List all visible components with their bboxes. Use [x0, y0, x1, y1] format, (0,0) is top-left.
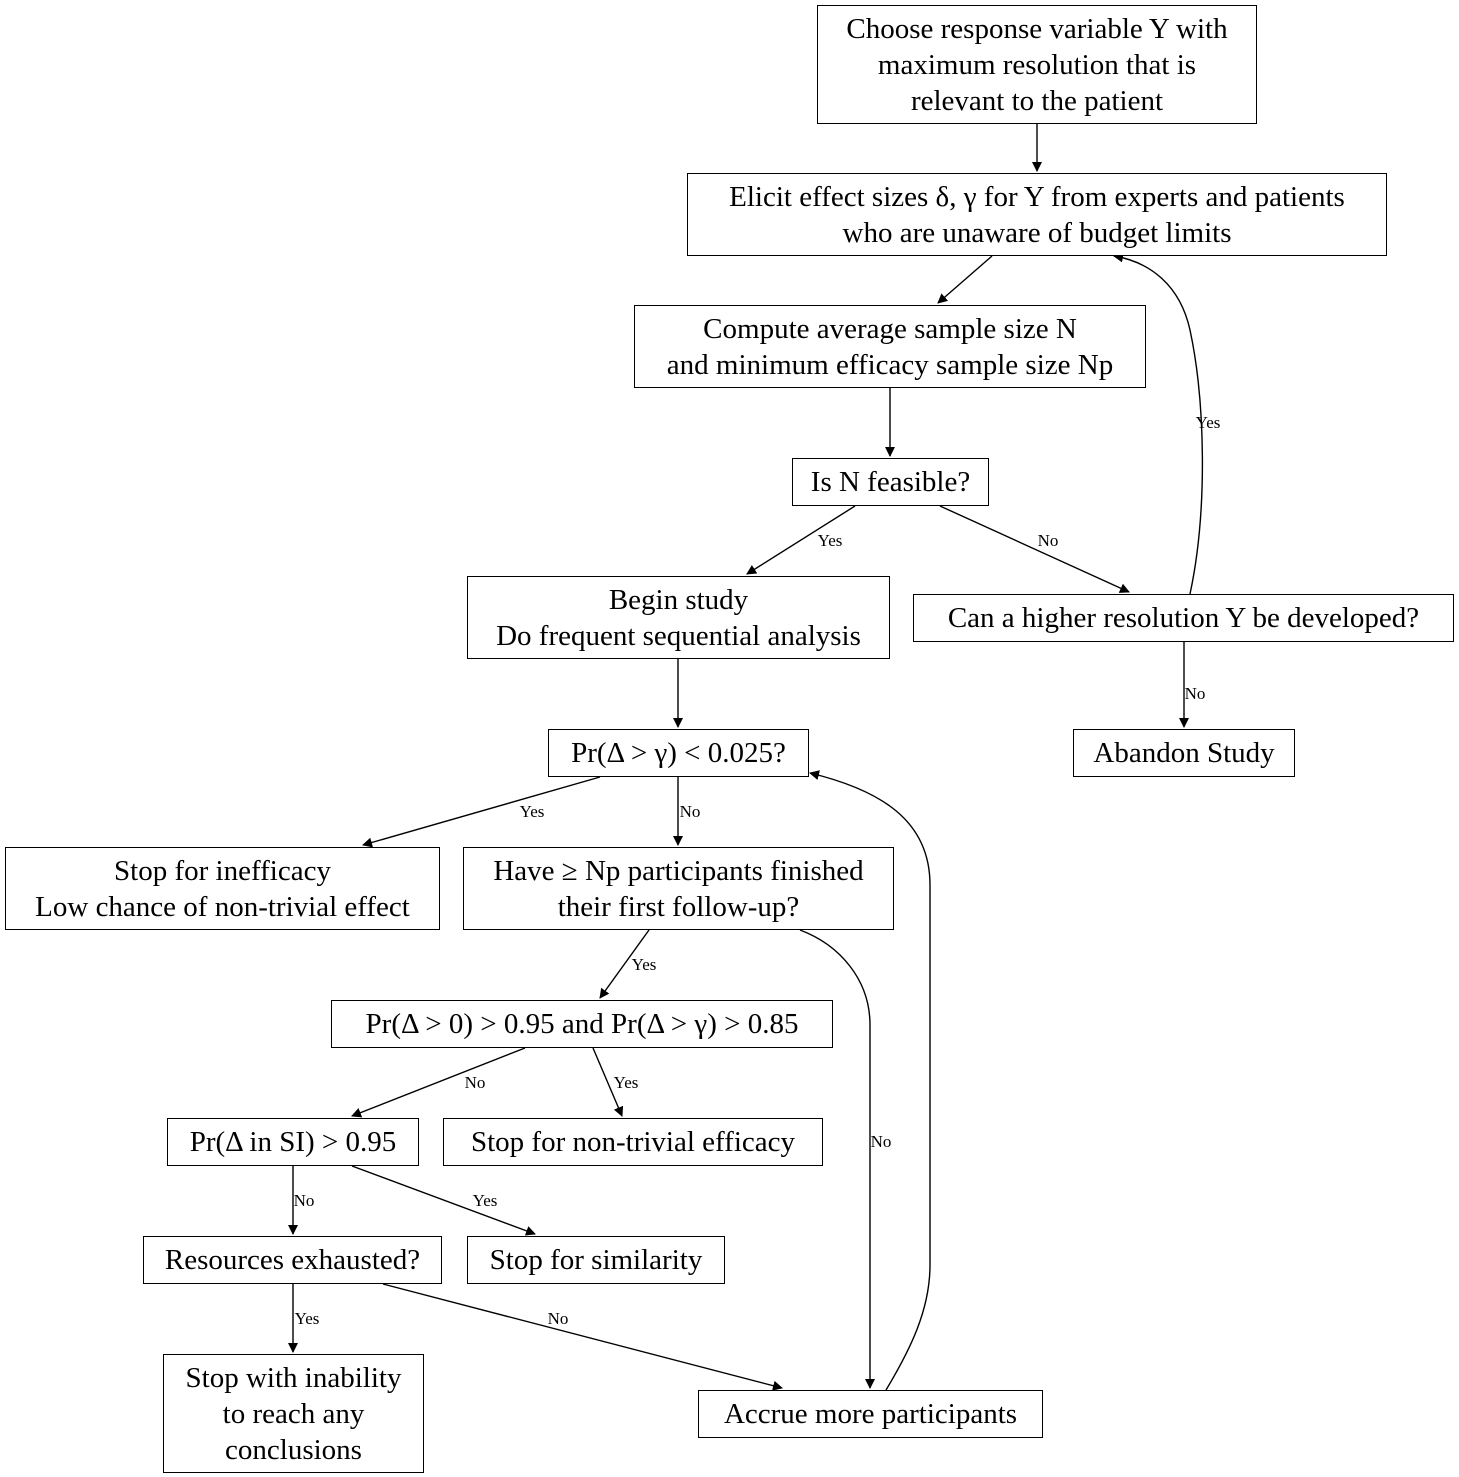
- edge-label-havenp-to-accrue: No: [871, 1132, 892, 1151]
- node-pr-gamma-check: Pr(Δ > γ) < 0.025?: [548, 729, 809, 777]
- node-stop-similarity: Stop for similarity: [467, 1236, 725, 1284]
- node-text-line: and minimum efficacy sample size Np: [666, 348, 1114, 381]
- edge-label-feasible-to-begin: Yes: [818, 531, 843, 550]
- edge-label-havenp-to-pr095: Yes: [632, 955, 657, 974]
- node-text-line: maximum resolution that is: [877, 48, 1197, 81]
- edge-label-resources-to-accrue: No: [548, 1309, 569, 1328]
- edge-label-higher-to-elicit: Yes: [1196, 413, 1221, 432]
- edge-pr095-to-prsi: [351, 1047, 526, 1118]
- node-text-line: Resources exhausted?: [164, 1244, 421, 1276]
- node-stop-efficacy: Stop for non-trivial efficacy: [443, 1118, 823, 1166]
- edge-accrue-to-prgamma: [809, 770, 931, 1391]
- node-text-line: Pr(Δ > 0) > 0.95 and Pr(Δ > γ) > 0.85: [365, 1008, 799, 1040]
- edge-label-prgamma-to-havenp: No: [680, 802, 701, 821]
- edge-elicit-to-compute: [937, 255, 993, 304]
- node-accrue-participants: Accrue more participants: [698, 1390, 1043, 1438]
- node-pr-similarity-check: Pr(Δ in SI) > 0.95: [167, 1118, 419, 1166]
- node-text-line: Low chance of non-trivial effect: [35, 890, 410, 923]
- node-higher-resolution: Can a higher resolution Y be developed?: [913, 594, 1454, 642]
- node-text-line: Do frequent sequential analysis: [496, 619, 861, 652]
- edge-pr095-to-efficacy: [592, 1047, 624, 1117]
- node-choose-response-variable: Choose response variable Y with maximum …: [817, 5, 1257, 124]
- node-text-line: to reach any: [222, 1397, 365, 1430]
- node-text-line: Begin study: [608, 583, 749, 616]
- node-elicit-effect-sizes: Elicit effect sizes δ, γ for Y from expe…: [687, 173, 1387, 256]
- edge-havenp-to-pr095: [599, 929, 650, 999]
- edge-havenp-to-accrue: [799, 929, 875, 1389]
- node-text-line: Elicit effect sizes δ, γ for Y from expe…: [729, 180, 1345, 213]
- node-text-line: Stop with inability: [185, 1361, 402, 1394]
- node-text-line: Is N feasible?: [810, 466, 971, 498]
- edge-higher-to-elicit: [1113, 252, 1204, 595]
- edge-prgamma-to-inefficacy: [362, 776, 601, 848]
- edge-label-feasible-to-higher: No: [1038, 531, 1059, 550]
- edge-resources-to-accrue: [382, 1283, 783, 1391]
- node-text-line: relevant to the patient: [910, 84, 1164, 117]
- edge-label-pr095-to-efficacy: Yes: [614, 1073, 639, 1092]
- node-have-np-participants: Have ≥ Np participants finished their fi…: [463, 847, 894, 930]
- edge-label-resources-to-inability: Yes: [295, 1309, 320, 1328]
- node-stop-inefficacy: Stop for inefficacy Low chance of non-tr…: [5, 847, 440, 930]
- node-stop-inability: Stop with inability to reach any conclus…: [163, 1354, 424, 1473]
- node-text-line: Abandon Study: [1093, 737, 1275, 769]
- node-begin-study: Begin study Do frequent sequential analy…: [467, 576, 890, 659]
- edge-feasible-to-begin: [746, 505, 856, 575]
- edge-label-prgamma-to-inefficacy: Yes: [520, 802, 545, 821]
- node-text-line: Compute average sample size N: [703, 312, 1077, 345]
- node-text-line: Can a higher resolution Y be developed?: [947, 602, 1420, 634]
- node-text-line: Choose response variable Y with: [846, 12, 1228, 45]
- edge-prsi-to-similarity: [351, 1165, 536, 1236]
- edge-label-pr095-to-prsi: No: [465, 1073, 486, 1092]
- node-text-line: conclusions: [225, 1433, 362, 1466]
- node-text-line: Have ≥ Np participants finished: [493, 854, 864, 887]
- node-resources-exhausted: Resources exhausted?: [143, 1236, 442, 1284]
- node-text-line: who are unaware of budget limits: [842, 216, 1232, 249]
- node-compute-sample-size: Compute average sample size N and minimu…: [634, 305, 1146, 388]
- edge-label-higher-to-abandon: No: [1185, 684, 1206, 703]
- edge-label-prsi-to-similarity: Yes: [473, 1191, 498, 1210]
- node-text-line: Pr(Δ in SI) > 0.95: [189, 1126, 397, 1158]
- node-abandon-study: Abandon Study: [1073, 729, 1295, 777]
- node-text-line: Accrue more participants: [723, 1398, 1018, 1430]
- edge-label-prsi-to-resources: No: [294, 1191, 315, 1210]
- node-text-line: Stop for inefficacy: [114, 854, 331, 887]
- edge-feasible-to-higher: [939, 505, 1130, 593]
- node-is-n-feasible: Is N feasible?: [792, 458, 989, 506]
- node-pr-efficacy-check: Pr(Δ > 0) > 0.95 and Pr(Δ > γ) > 0.85: [331, 1000, 833, 1048]
- node-text-line: their first follow-up?: [557, 890, 800, 923]
- node-text-line: Stop for non-trivial efficacy: [471, 1126, 795, 1158]
- node-text-line: Stop for similarity: [489, 1244, 703, 1276]
- node-text-line: Pr(Δ > γ) < 0.025?: [571, 737, 786, 769]
